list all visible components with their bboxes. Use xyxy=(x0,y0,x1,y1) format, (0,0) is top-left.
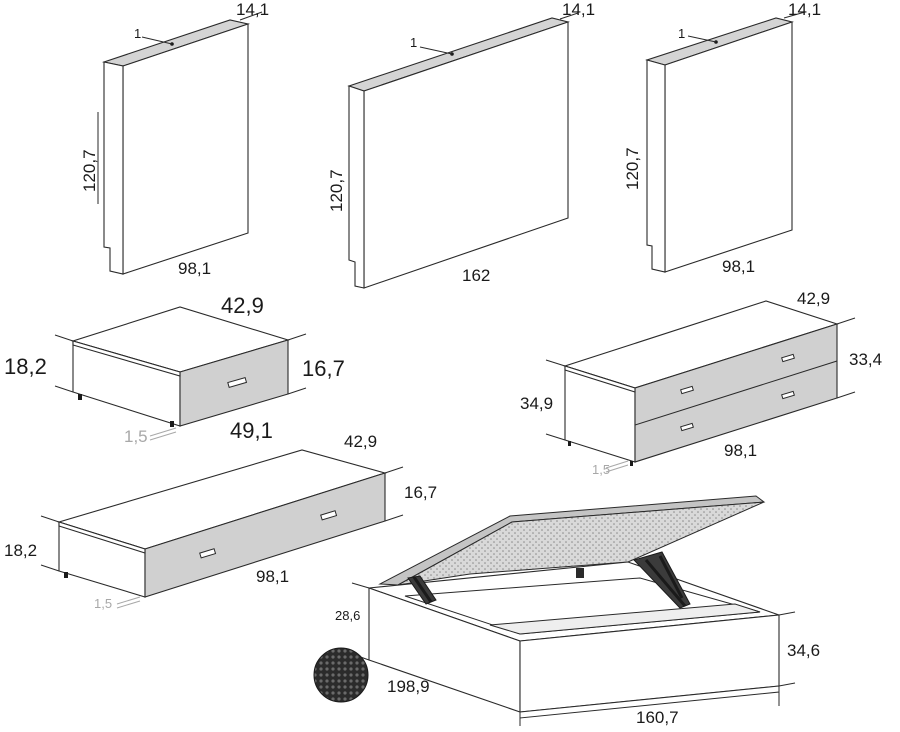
headboard-large-height: 120,7 xyxy=(327,169,346,212)
bed-length: 198,9 xyxy=(387,677,430,696)
bed-base-height: 28,6 xyxy=(335,608,360,623)
chest-drawer-height: 33,4 xyxy=(849,350,882,369)
headboard-small-left-depth: 14,1 xyxy=(236,0,269,19)
headboard-large-width: 162 xyxy=(462,266,490,285)
headboard-small-right: 1 14,1 120,7 98,1 xyxy=(623,0,821,276)
headboard-small-right-height: 120,7 xyxy=(623,147,642,190)
headboard-small-left-height: 120,7 xyxy=(80,149,99,192)
headboard-large-depth: 14,1 xyxy=(562,0,595,19)
bench-depth: 42,9 xyxy=(344,432,377,451)
chest-two-drawers: 42,9 33,4 34,9 98,1 1,5 xyxy=(520,289,882,477)
bench-width: 98,1 xyxy=(256,567,289,586)
nightstand-depth: 42,9 xyxy=(221,293,264,318)
storage-bed: 28,6 34,6 198,9 160,7 xyxy=(335,495,820,727)
headboard-small-right-depth: 14,1 xyxy=(788,0,821,19)
bed-width: 160,7 xyxy=(636,708,679,727)
nightstand-feet: 1,5 xyxy=(124,427,148,446)
bench-height: 18,2 xyxy=(4,541,37,560)
bed-height: 34,6 xyxy=(787,641,820,660)
bench-feet: 1,5 xyxy=(94,596,112,611)
fabric-swatch-icon xyxy=(313,647,369,703)
chest-height: 34,9 xyxy=(520,394,553,413)
headboard-small-left-thickness: 1 xyxy=(134,26,141,41)
nightstand-width: 49,1 xyxy=(230,418,273,443)
chest-feet: 1,5 xyxy=(592,462,610,477)
bench-drawer-height: 16,7 xyxy=(404,483,437,502)
headboard-large: 1 14,1 120,7 162 xyxy=(327,0,595,289)
nightstand: 42,9 18,2 16,7 49,1 1,5 xyxy=(4,293,345,446)
headboard-large-thickness: 1 xyxy=(410,35,417,50)
chest-width: 98,1 xyxy=(724,441,757,460)
nightstand-drawer-height: 16,7 xyxy=(302,356,345,381)
bench-drawer: 42,9 16,7 18,2 98,1 1,5 xyxy=(4,432,437,611)
nightstand-height: 18,2 xyxy=(4,354,47,379)
headboard-small-left-width: 98,1 xyxy=(178,259,211,278)
headboard-small-right-width: 98,1 xyxy=(722,257,755,276)
headboard-small-right-thickness: 1 xyxy=(678,26,685,41)
headboard-small-left: 1 14,1 120,7 98,1 xyxy=(80,0,269,278)
chest-depth: 42,9 xyxy=(797,289,830,308)
